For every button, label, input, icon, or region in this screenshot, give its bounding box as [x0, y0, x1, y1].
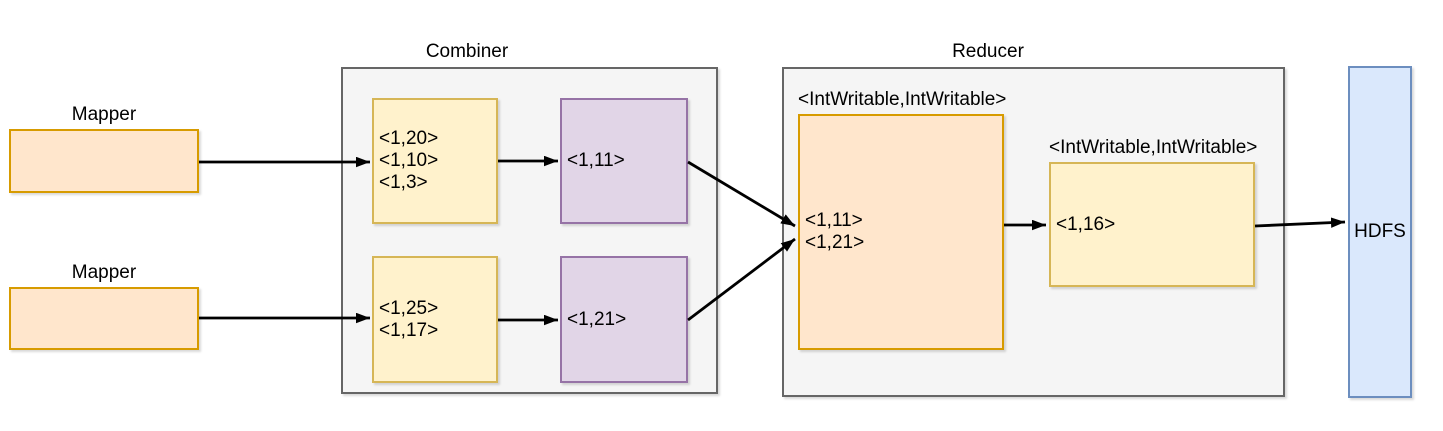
reducer-output-type-label: <IntWritable,IntWritable>: [1049, 137, 1258, 158]
reducer-output-box: <1,16>: [1049, 162, 1255, 287]
combiner-input-box-1: <1,20> <1,10> <1,3>: [372, 98, 498, 224]
kv-pair: <1,25>: [379, 297, 439, 319]
kv-pair: <1,21>: [567, 308, 627, 330]
reducer-input-type-label: <IntWritable,IntWritable>: [798, 89, 1007, 110]
mapper1-label: Mapper: [71, 104, 137, 125]
kv-pair: <1,11>: [567, 150, 625, 171]
kv-pair: <1,21>: [805, 232, 865, 253]
hdfs-box: HDFS: [1348, 66, 1412, 398]
mapper1-box: [9, 129, 199, 193]
combiner-output-box-1: <1,11>: [560, 98, 688, 224]
reducer-title: Reducer: [952, 41, 1024, 62]
mapper2-box: [9, 287, 199, 350]
kv-pair: <1,11>: [805, 210, 863, 231]
combiner-input-box-2: <1,25> <1,17>: [372, 256, 498, 383]
kv-pair: <1,16>: [1056, 213, 1116, 235]
kv-pair: <1,10>: [379, 150, 439, 171]
combiner-output-box-2: <1,21>: [560, 256, 688, 383]
mapper2-label: Mapper: [71, 262, 137, 283]
combiner-title: Combiner: [425, 41, 509, 62]
reducer-input-box: <1,11> <1,21>: [798, 114, 1004, 350]
kv-pair: <1,20>: [379, 128, 439, 149]
hdfs-label: HDFS: [1354, 221, 1406, 242]
kv-pair: <1,17>: [379, 319, 439, 341]
kv-pair: <1,3>: [379, 172, 428, 193]
